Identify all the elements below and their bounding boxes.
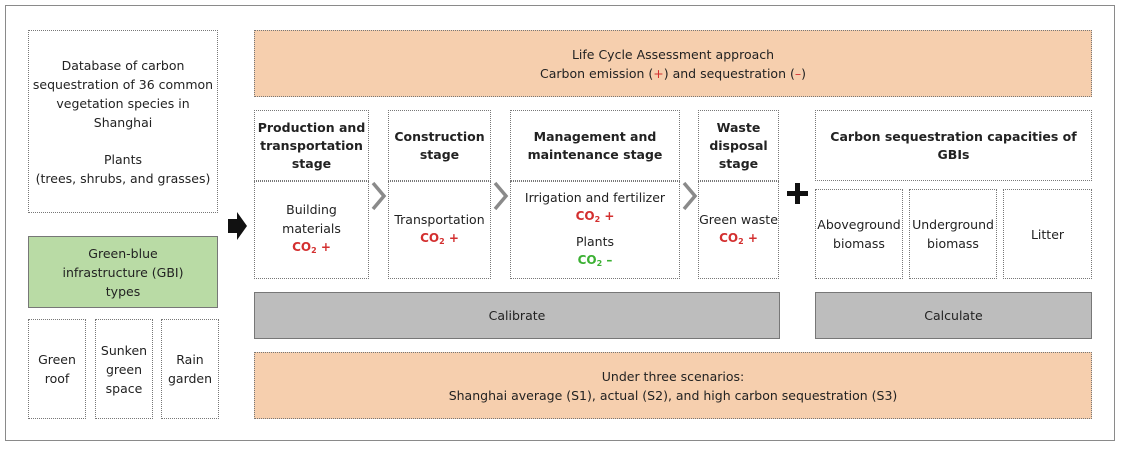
gbi-type-line: roof: [44, 371, 70, 386]
stage-title-line: Production and: [257, 119, 366, 135]
chevron-right-icon: [371, 181, 387, 211]
calibrate-box: Calibrate: [254, 292, 780, 339]
calculate-label: Calculate: [924, 308, 983, 323]
database-line: vegetation species in: [56, 95, 190, 111]
stage-title-line: stage: [291, 155, 332, 171]
scenarios-line: Shanghai average (S1), actual (S2), and …: [448, 387, 898, 403]
plants-title: Plants: [103, 151, 142, 167]
database-line: Database of carbon: [61, 57, 185, 73]
sequestration-item-line: Underground: [912, 217, 994, 232]
stage-item-line: Transportation: [394, 211, 485, 227]
sequestration-item-line: biomass: [927, 236, 979, 251]
scenarios-box: Under three scenarios: Shanghai average …: [254, 352, 1092, 419]
stage-construction-header: Construction stage: [388, 110, 491, 181]
sequestration-header: Carbon sequestration capacities of GBIs: [815, 110, 1092, 181]
gbi-type-line: space: [105, 380, 143, 396]
gbi-line: infrastructure (GBI): [62, 264, 184, 280]
scenarios-line: Under three scenarios:: [601, 368, 745, 384]
lca-plus-sign: +: [653, 65, 664, 81]
gbi-types-box: Green-blue infrastructure (GBI) types: [28, 236, 218, 308]
gbi-type-sunken-green-space: Sunken green space: [95, 319, 153, 419]
lca-subtitle-mid: ) and sequestration (: [663, 65, 795, 81]
database-line: sequestration of 36 common: [32, 76, 214, 92]
gbi-type-line: Rain: [176, 352, 204, 367]
stage-item-line: materials: [282, 221, 341, 236]
gbi-type-line: garden: [167, 371, 213, 386]
stage-management-header: Management and maintenance stage: [510, 110, 680, 181]
sequestration-title-line: GBIs: [937, 146, 970, 162]
gbi-type-rain-garden: Rain garden: [161, 319, 219, 419]
stage-title-line: Construction: [394, 128, 485, 144]
sequestration-item-aboveground: Aboveground biomass: [815, 189, 903, 279]
stage-title-line: Management and: [533, 128, 657, 144]
stage-construction-content: Transportation CO2 +: [388, 181, 491, 279]
gbi-line: Green-blue: [88, 245, 158, 261]
co2-emission-label: CO2 +: [719, 230, 758, 246]
sequestration-item-line: Litter: [1030, 226, 1065, 242]
stage-title-line: Waste: [716, 119, 761, 135]
stage-waste-content: Green waste CO2 +: [698, 181, 779, 279]
lca-subtitle-post: ): [801, 65, 806, 81]
gbi-line: types: [105, 283, 141, 299]
lca-title: Life Cycle Assessment approach: [571, 46, 775, 62]
stage-item-line: Green waste: [699, 211, 778, 227]
sequestration-item-underground: Underground biomass: [909, 189, 997, 279]
chevron-right-icon: [682, 181, 698, 211]
gbi-type-green-roof: Green roof: [28, 319, 86, 419]
calibrate-label: Calibrate: [488, 308, 546, 323]
database-box: Database of carbon sequestration of 36 c…: [28, 30, 218, 213]
database-line: Shanghai: [93, 114, 153, 130]
co2-emission-label: CO2 +: [575, 208, 615, 224]
sequestration-item-line: biomass: [833, 236, 885, 251]
lca-minus-sign: –: [794, 65, 802, 81]
plus-icon: [787, 183, 808, 204]
stage-title-line: stage: [718, 155, 759, 171]
stage-title-line: maintenance stage: [527, 146, 663, 162]
co2-emission-label: CO2 +: [420, 230, 459, 246]
lca-approach-box: Life Cycle Assessment approach Carbon em…: [254, 30, 1092, 97]
sequestration-title-line: Carbon sequestration capacities of: [830, 128, 1077, 144]
flow-arrow-icon: [228, 212, 247, 240]
figure-frame: [5, 5, 1115, 441]
stage-item-line: Plants: [575, 233, 614, 249]
gbi-type-line: Sunken: [100, 342, 148, 358]
stage-title-line: disposal: [709, 137, 768, 153]
stage-production-content: Building materials CO2 +: [254, 181, 369, 279]
sequestration-item-litter: Litter: [1003, 189, 1092, 279]
gbi-type-line: Green: [38, 352, 76, 367]
lca-subtitle: Carbon emission (+) and sequestration (–…: [540, 64, 806, 83]
stage-waste-header: Waste disposal stage: [698, 110, 779, 181]
stage-item-line: Irrigation and fertilizer: [524, 189, 666, 205]
co2-emission-label: CO2 +: [292, 240, 331, 255]
stage-item-line: Building: [286, 202, 337, 217]
stage-management-content: Irrigation and fertilizer CO2 + Plants C…: [510, 181, 680, 279]
gbi-type-line: green: [105, 361, 143, 377]
stage-title-line: stage: [419, 146, 460, 162]
chevron-right-icon: [493, 181, 509, 211]
co2-sequestration-label: CO2 –: [577, 252, 613, 268]
plants-detail: (trees, shrubs, and grasses): [35, 170, 211, 186]
lca-subtitle-pre: Carbon emission (: [540, 65, 654, 81]
stage-title-line: transportation: [260, 137, 363, 153]
calculate-box: Calculate: [815, 292, 1092, 339]
stage-production-header: Production and transportation stage: [254, 110, 369, 181]
sequestration-item-line: Aboveground: [817, 217, 901, 232]
